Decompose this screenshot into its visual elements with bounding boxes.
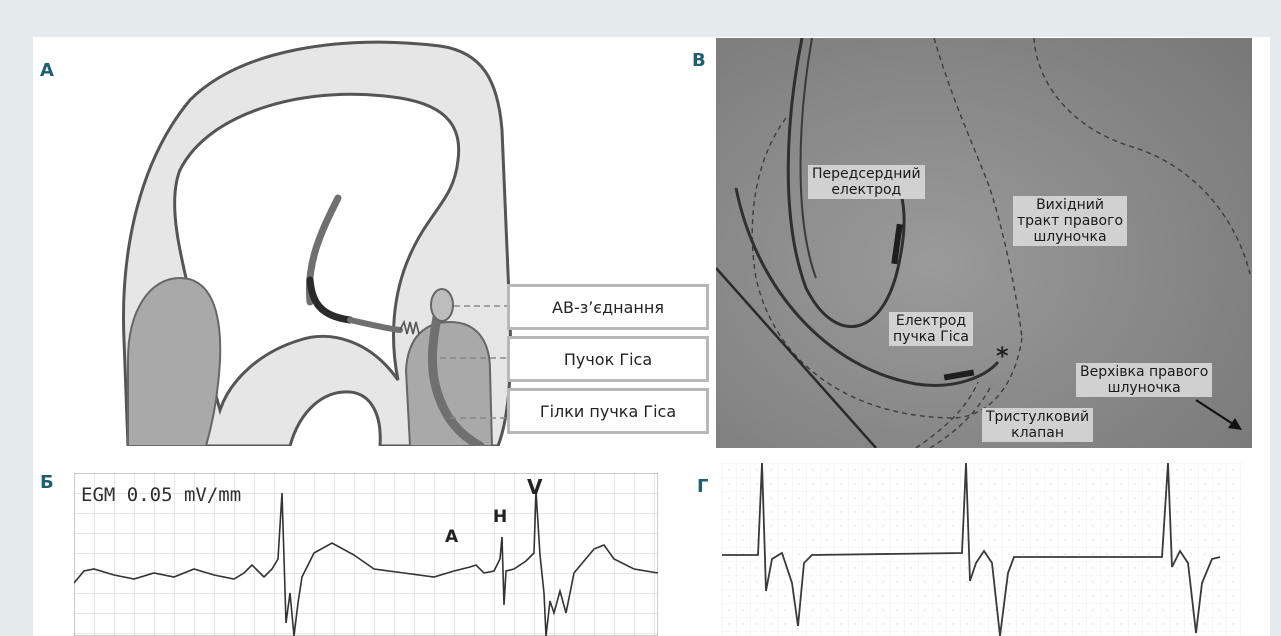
panel-letter-v: В [692,50,706,71]
label-rv-apex: Верхівка правого шлуночка [1076,363,1212,397]
egm-marker-a: A [445,527,458,547]
panel-letter-g: Г [697,476,708,497]
his-asterisk: * [996,342,1009,370]
av-node [431,289,453,321]
label-tricuspid: Тристулковий клапан [982,408,1093,442]
label-his-lead: Електрод пучка Гіса [889,312,973,346]
egm-marker-h: H [493,507,507,527]
ecg-strip [722,463,1242,636]
egm-marker-v: V [527,475,542,499]
label-his-bundle: Пучок Гіса [507,336,709,382]
left-chamber [128,278,220,446]
panel-letter-a: А [40,60,54,81]
right-chamber [406,322,492,446]
egm-header: EGM 0.05 mV/mm [81,484,241,506]
label-av-junction: АВ-з’єднання [507,284,709,330]
label-atrial-lead: Передсердний електрод [808,165,925,199]
panel-letter-b: Б [40,472,54,493]
label-his-branches: Гілки пучка Гіса [507,388,709,434]
label-rvot: Вихідний тракт правого шлуночка [1013,196,1127,246]
heart-diagram [110,40,530,446]
